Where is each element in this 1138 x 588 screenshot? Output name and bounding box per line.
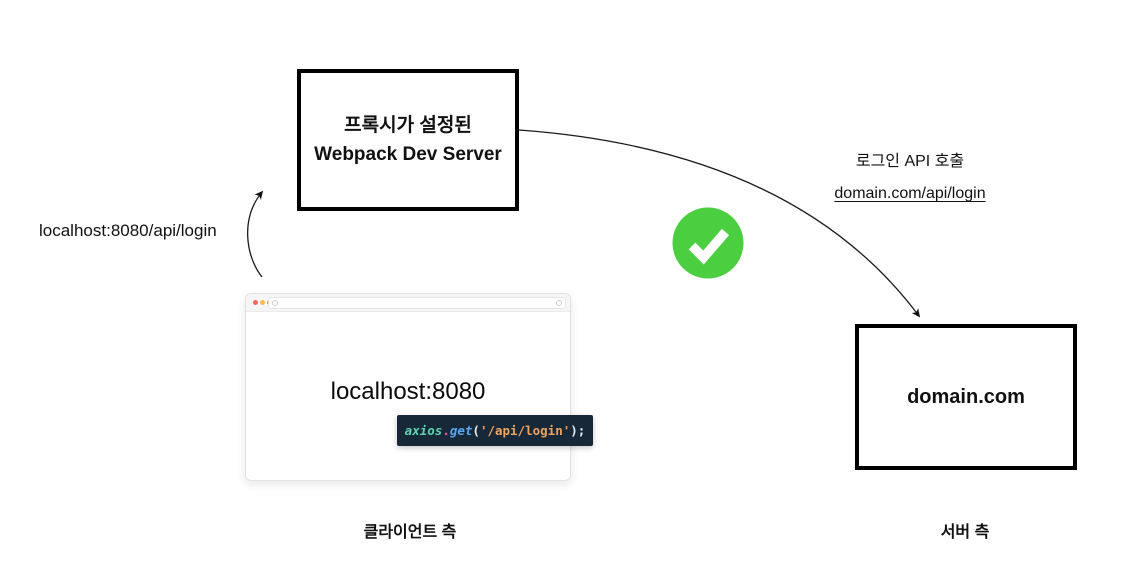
- window-minimize-icon: [260, 300, 265, 305]
- server-box: domain.com: [855, 324, 1077, 470]
- browser-titlebar: [246, 294, 570, 312]
- client-request-label: localhost:8080/api/login: [39, 221, 217, 240]
- success-check-icon: [672, 207, 744, 279]
- server-request-url: domain.com/api/login: [834, 185, 986, 202]
- address-bar: [268, 297, 566, 309]
- code-token-open-paren: (: [472, 423, 480, 438]
- check-mark: [688, 228, 730, 265]
- server-request-label: 로그인 API 호출 domain.com/api/login: [760, 153, 1060, 203]
- search-icon: [272, 300, 278, 306]
- code-token-close-paren: ): [570, 423, 578, 438]
- client-side-label: 클라이언트 측: [363, 524, 457, 541]
- code-token-dot: .: [442, 423, 450, 438]
- proxy-box-title: Webpack Dev Server: [314, 144, 502, 165]
- reload-icon: [556, 300, 562, 306]
- code-token-object: axios: [404, 423, 443, 438]
- code-snippet: axios . get ( '/api/login' ) ;: [397, 415, 593, 446]
- server-side-label: 서버 측: [940, 524, 990, 541]
- server-box-title: domain.com: [907, 385, 1025, 408]
- arrow-client-to-proxy: [247, 190, 264, 278]
- browser-page-title: localhost:8080: [330, 378, 486, 405]
- code-token-string: '/api/login': [479, 423, 571, 438]
- check-circle: [672, 207, 744, 279]
- login-api-call-text: 로그인 API 호출: [855, 153, 965, 170]
- proxy-server-box: 프록시가 설정된 Webpack Dev Server: [297, 69, 519, 211]
- code-token-method: get: [449, 423, 473, 438]
- browser-window: localhost:8080: [245, 293, 571, 481]
- code-token-semicolon: ;: [577, 423, 586, 438]
- window-close-icon: [253, 300, 258, 305]
- proxy-box-korean-label: 프록시가 설정된: [344, 115, 472, 136]
